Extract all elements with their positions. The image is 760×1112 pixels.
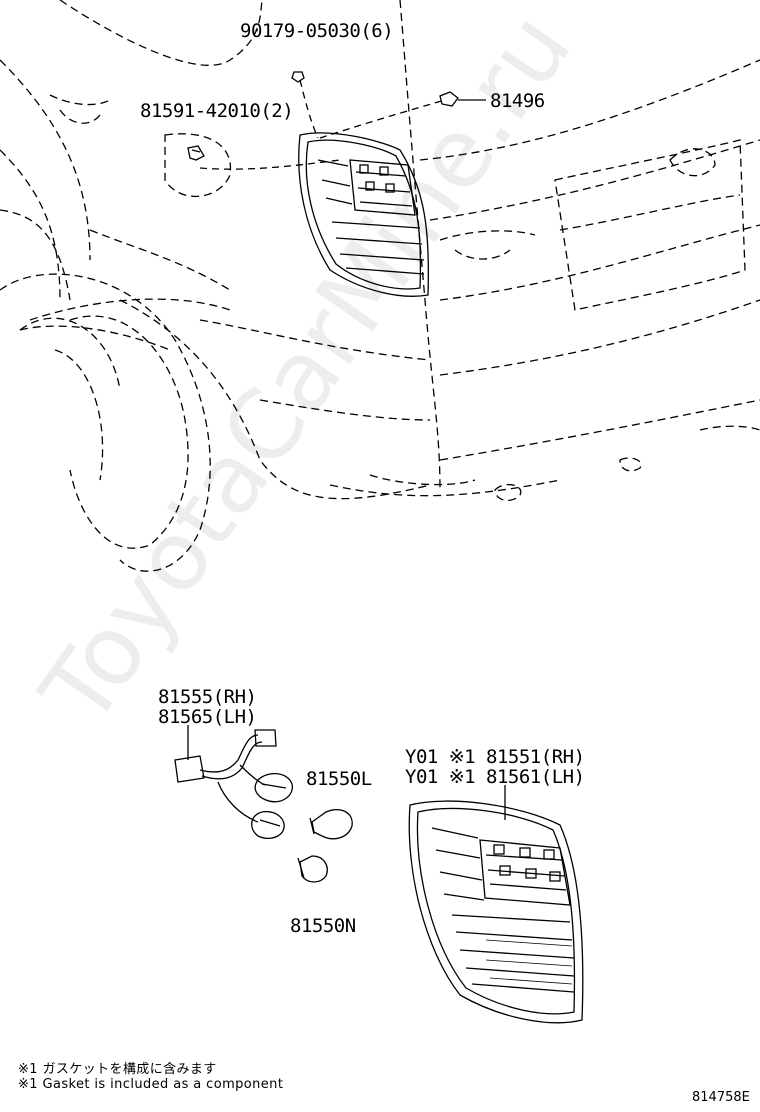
label-bulb-81550n[interactable]: 81550N (290, 915, 356, 937)
vehicle-rear-outline (0, 0, 760, 572)
tail-lamp-assembly-part (408, 785, 584, 1024)
label-bulb-81550l[interactable]: 81550L (306, 768, 372, 790)
label-socket-rh[interactable]: 81555(RH) (158, 686, 257, 708)
nut-81496-part (439, 91, 486, 107)
note-gasket-japanese: ※1 ガスケットを構成に含みます (18, 1062, 217, 1077)
note-gasket-english: ※1 Gasket is included as a component (18, 1077, 284, 1092)
diagram-code: 814758E (692, 1090, 750, 1105)
installed-tail-lamp (298, 132, 430, 297)
label-nut-81496[interactable]: 81496 (490, 90, 545, 112)
label-clip-81591[interactable]: 81591-42010(2) (140, 100, 294, 122)
label-screw-90179[interactable]: 90179-05030(6) (240, 20, 394, 42)
label-lamp-rh[interactable]: Y01 ※1 81551(RH) (405, 746, 585, 768)
bulb-81550l-part (309, 809, 353, 840)
bulb-81550n-part (297, 855, 328, 883)
socket-wire-assembly (174, 725, 293, 839)
label-socket-lh[interactable]: 81565(LH) (158, 706, 257, 728)
screw-90179-part (291, 71, 305, 83)
label-lamp-lh[interactable]: Y01 ※1 81561(LH) (405, 766, 585, 788)
clip-81591-part (187, 145, 205, 161)
leader-lines (199, 79, 446, 170)
